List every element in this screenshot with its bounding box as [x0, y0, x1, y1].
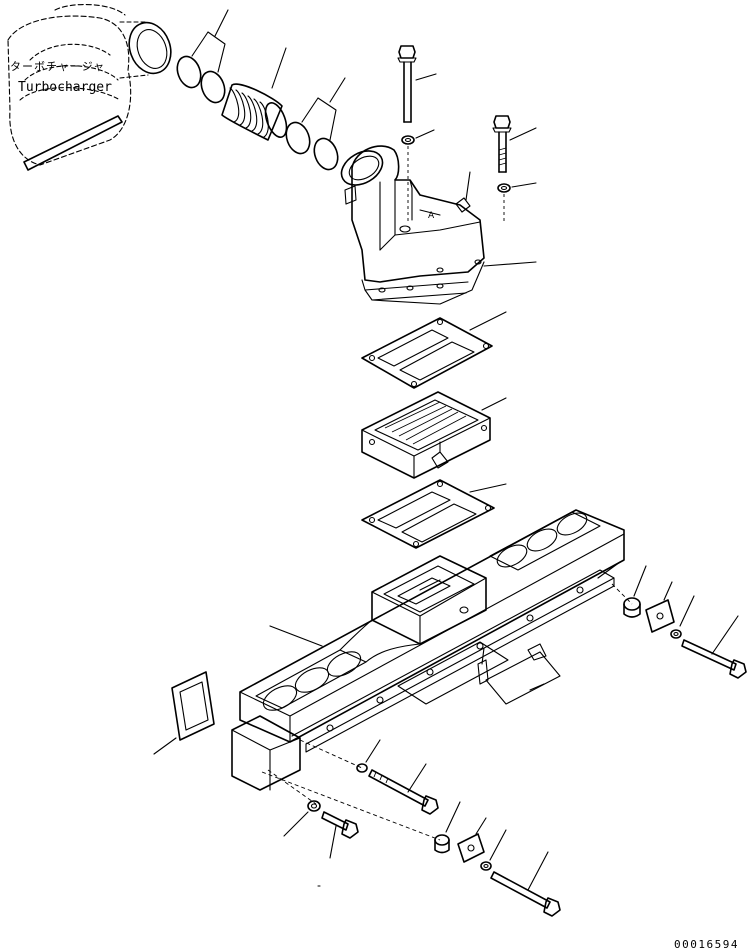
bolt-short-upper	[492, 115, 537, 222]
fastener-middle-bolt	[356, 739, 439, 815]
o-ring-pair-lower	[285, 77, 346, 171]
o-ring-pair-upper	[176, 9, 229, 104]
gasket-upper	[361, 311, 507, 389]
turbocharger-label-en: Turbocharger	[18, 80, 112, 95]
svg-text:A: A	[428, 211, 435, 221]
adapter-block	[361, 391, 507, 479]
gasket-end-left	[153, 671, 215, 755]
turbocharger-label-jp: ターボチャージャ	[10, 60, 105, 73]
turbocharger-phantom	[7, 3, 172, 171]
bolt-long-upper	[397, 45, 437, 222]
fastener-lower-left	[283, 800, 359, 887]
exhaust-manifold	[231, 509, 625, 791]
gasket-middle	[361, 479, 507, 549]
drawing-code: 00016594	[674, 938, 739, 951]
fastener-stack-right	[623, 565, 747, 679]
bellows-joint	[221, 47, 288, 141]
exhaust-elbow: A	[340, 145, 537, 305]
fastener-lower-right	[434, 801, 561, 917]
